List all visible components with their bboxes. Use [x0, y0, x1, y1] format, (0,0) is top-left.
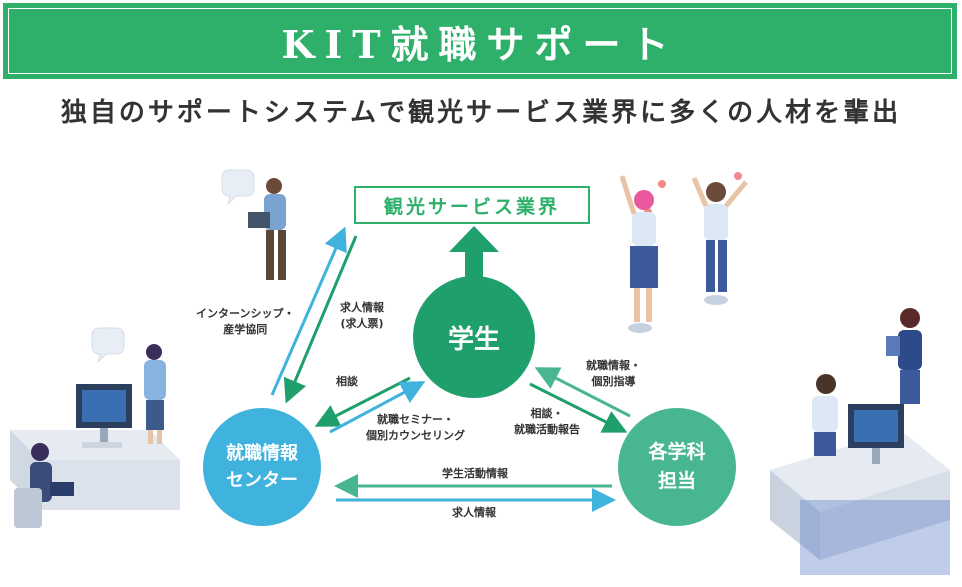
seminar-label-line1: 就職セミナー・	[377, 413, 454, 426]
industry-box: 観光サービス業界	[354, 186, 590, 224]
career-center-node: 就職情報 センター	[203, 408, 321, 526]
seminar-label-line2: 個別カウンセリング	[366, 429, 465, 442]
intern-illustration	[221, 169, 286, 280]
arrow-center-to-student	[329, 381, 426, 434]
student-to-industry-arrow	[449, 226, 499, 280]
department-node: 各学科 担当	[618, 408, 736, 526]
office-left-illustration	[10, 327, 180, 528]
arrow-student-to-center	[314, 376, 411, 427]
seminar-label: 就職セミナー・ 個別カウンセリング	[366, 412, 465, 444]
job-info-label-line2: (求人票)	[340, 317, 384, 330]
job-info-label: 求人情報 (求人票)	[340, 300, 384, 332]
page-subtitle: 独自のサポートシステムで観光サービス業界に多くの人材を輩出	[60, 98, 902, 128]
page-title: KIT就職サポート	[281, 21, 679, 67]
consult-report-label-line1: 相談・	[530, 407, 564, 420]
internship-label: インターンシップ・ 産学協同	[196, 306, 294, 338]
job-info-bottom-label: 求人情報	[452, 506, 496, 519]
dept-info-label: 就職情報・ 個別指導	[586, 358, 641, 390]
student-node: 学生	[413, 276, 535, 398]
consult-report-label: 相談・ 就職活動報告	[514, 406, 580, 438]
arrow-dept-to-student	[534, 367, 631, 418]
department-label-line2: 担当	[657, 470, 696, 492]
arrow-industry-to-center	[283, 235, 358, 404]
student-label: 学生	[447, 324, 500, 355]
department-label-line1: 各学科	[648, 441, 706, 463]
office-right-illustration	[770, 308, 950, 575]
consult-left-label: 相談	[336, 375, 358, 388]
arrow-center-to-industry	[270, 226, 347, 396]
career-center-label-line1: 就職情報	[226, 443, 298, 464]
header-banner: KIT就職サポート	[3, 3, 957, 79]
arrow-student-to-dept	[529, 382, 628, 433]
dept-info-label-line1: 就職情報・	[586, 359, 641, 372]
dept-info-label-line2: 個別指導	[591, 375, 636, 388]
internship-label-line1: インターンシップ・	[196, 307, 295, 320]
header-frame: KIT就職サポート	[8, 8, 952, 74]
job-info-label-line1: 求人情報	[340, 301, 384, 314]
career-center-label-line2: センター	[226, 470, 298, 491]
internship-label-line2: 産学協同	[223, 323, 268, 336]
student-activity-label: 学生活動情報	[442, 467, 508, 480]
celebrating-students-illustration	[619, 172, 748, 333]
consult-report-label-line2: 就職活動報告	[514, 423, 580, 436]
